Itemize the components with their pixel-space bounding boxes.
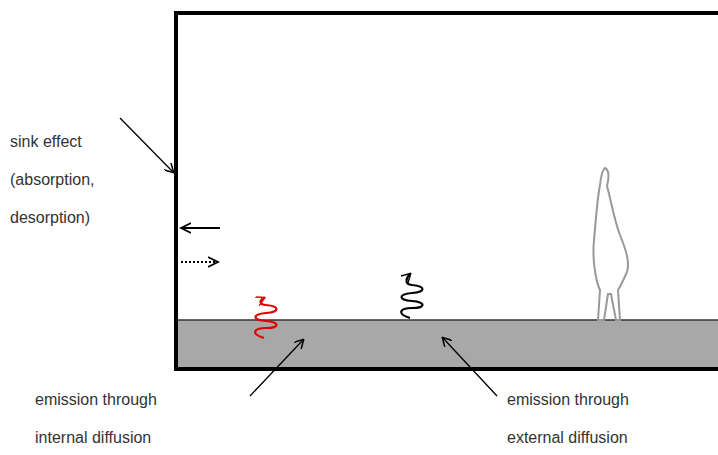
sink-effect-label: sink effect (absorption, desorption) (10, 123, 110, 237)
leader-line (120, 118, 173, 172)
desorption-arrow (181, 261, 218, 263)
person-silhouette (593, 168, 628, 320)
floor-band (175, 320, 718, 370)
external-emission-label: emission through external diffusion (507, 381, 647, 455)
internal-emission-label: emission through internal diffusion (35, 381, 175, 455)
leader-line (250, 340, 303, 396)
absorption-arrow (181, 227, 220, 229)
room-wall (176, 13, 718, 369)
leader-line (443, 338, 497, 396)
internal-emission-symbol (255, 298, 276, 338)
external-emission-symbol (401, 274, 422, 318)
